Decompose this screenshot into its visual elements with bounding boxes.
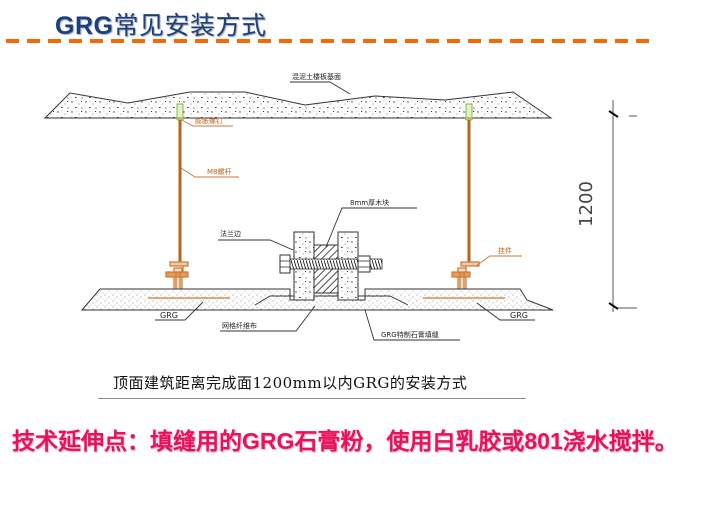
leader-joint xyxy=(364,309,460,341)
caption-underline xyxy=(98,398,526,399)
m8-rod-left xyxy=(178,120,182,262)
note-part-801: 801 xyxy=(524,428,563,454)
title-dashed-divider xyxy=(6,39,651,43)
label-grg-right: GRG xyxy=(510,311,528,320)
label-wood-block: 8mm厚木块 xyxy=(350,198,389,207)
leader-mesh xyxy=(220,305,316,332)
bolt-head xyxy=(279,254,291,274)
title-latin: GRG xyxy=(55,12,114,40)
label-grg-left: GRG xyxy=(160,311,178,320)
concrete-slab xyxy=(43,91,553,119)
leader-hanger xyxy=(475,255,522,267)
note-part-1: 技术延伸点：填缝用的 xyxy=(12,429,242,455)
note-part-grg: GRG xyxy=(242,428,295,454)
label-m8-rod: M8螺杆 xyxy=(207,167,232,176)
note-part-3: 石膏粉，使用白乳胶或 xyxy=(294,429,525,455)
label-expansion-bolt: 膨胀螺钉 xyxy=(195,116,223,125)
label-mesh: 网格纤维布 xyxy=(222,321,257,330)
leader-flange xyxy=(218,239,294,251)
leader-grg-left xyxy=(155,301,204,321)
leader-expansion-bolt xyxy=(181,119,233,127)
expansion-bolt-left xyxy=(176,103,184,119)
leader-wood-block xyxy=(325,207,417,248)
label-slab: 混泥土楼板基面 xyxy=(292,72,341,81)
grg-installation-drawing: 1200 混泥土楼板基面 膨胀螺钉 M8螺杆 8mm厚木块 法兰边 挂件 GRG… xyxy=(43,72,637,341)
title-chinese: 常见安装方式 xyxy=(113,11,267,40)
m8-rod-right xyxy=(467,120,471,262)
leader-slab xyxy=(290,81,351,95)
dimension-value: 1200 xyxy=(576,181,597,227)
page-title: GRG常见安装方式 xyxy=(55,6,266,42)
expansion-bolt-right xyxy=(465,103,473,119)
note-part-5: 浇水搅拌。 xyxy=(562,429,678,455)
leader-grg-right xyxy=(476,302,535,321)
leader-m8-rod xyxy=(180,167,239,178)
grg-joint-seam xyxy=(254,295,409,306)
drawing-caption: 顶面建筑距离完成面1200mm以内GRG的安装方式 xyxy=(113,374,468,392)
label-hanger: 挂件 xyxy=(498,246,512,255)
label-joint: GRG特制石膏填缝 xyxy=(381,330,439,339)
label-flange: 法兰边 xyxy=(220,229,241,238)
technical-note: 技术延伸点：填缝用的GRG石膏粉，使用白乳胶或801浇水搅拌。 xyxy=(12,424,702,459)
dimension-line xyxy=(608,100,637,312)
bolt-nut xyxy=(357,255,371,273)
